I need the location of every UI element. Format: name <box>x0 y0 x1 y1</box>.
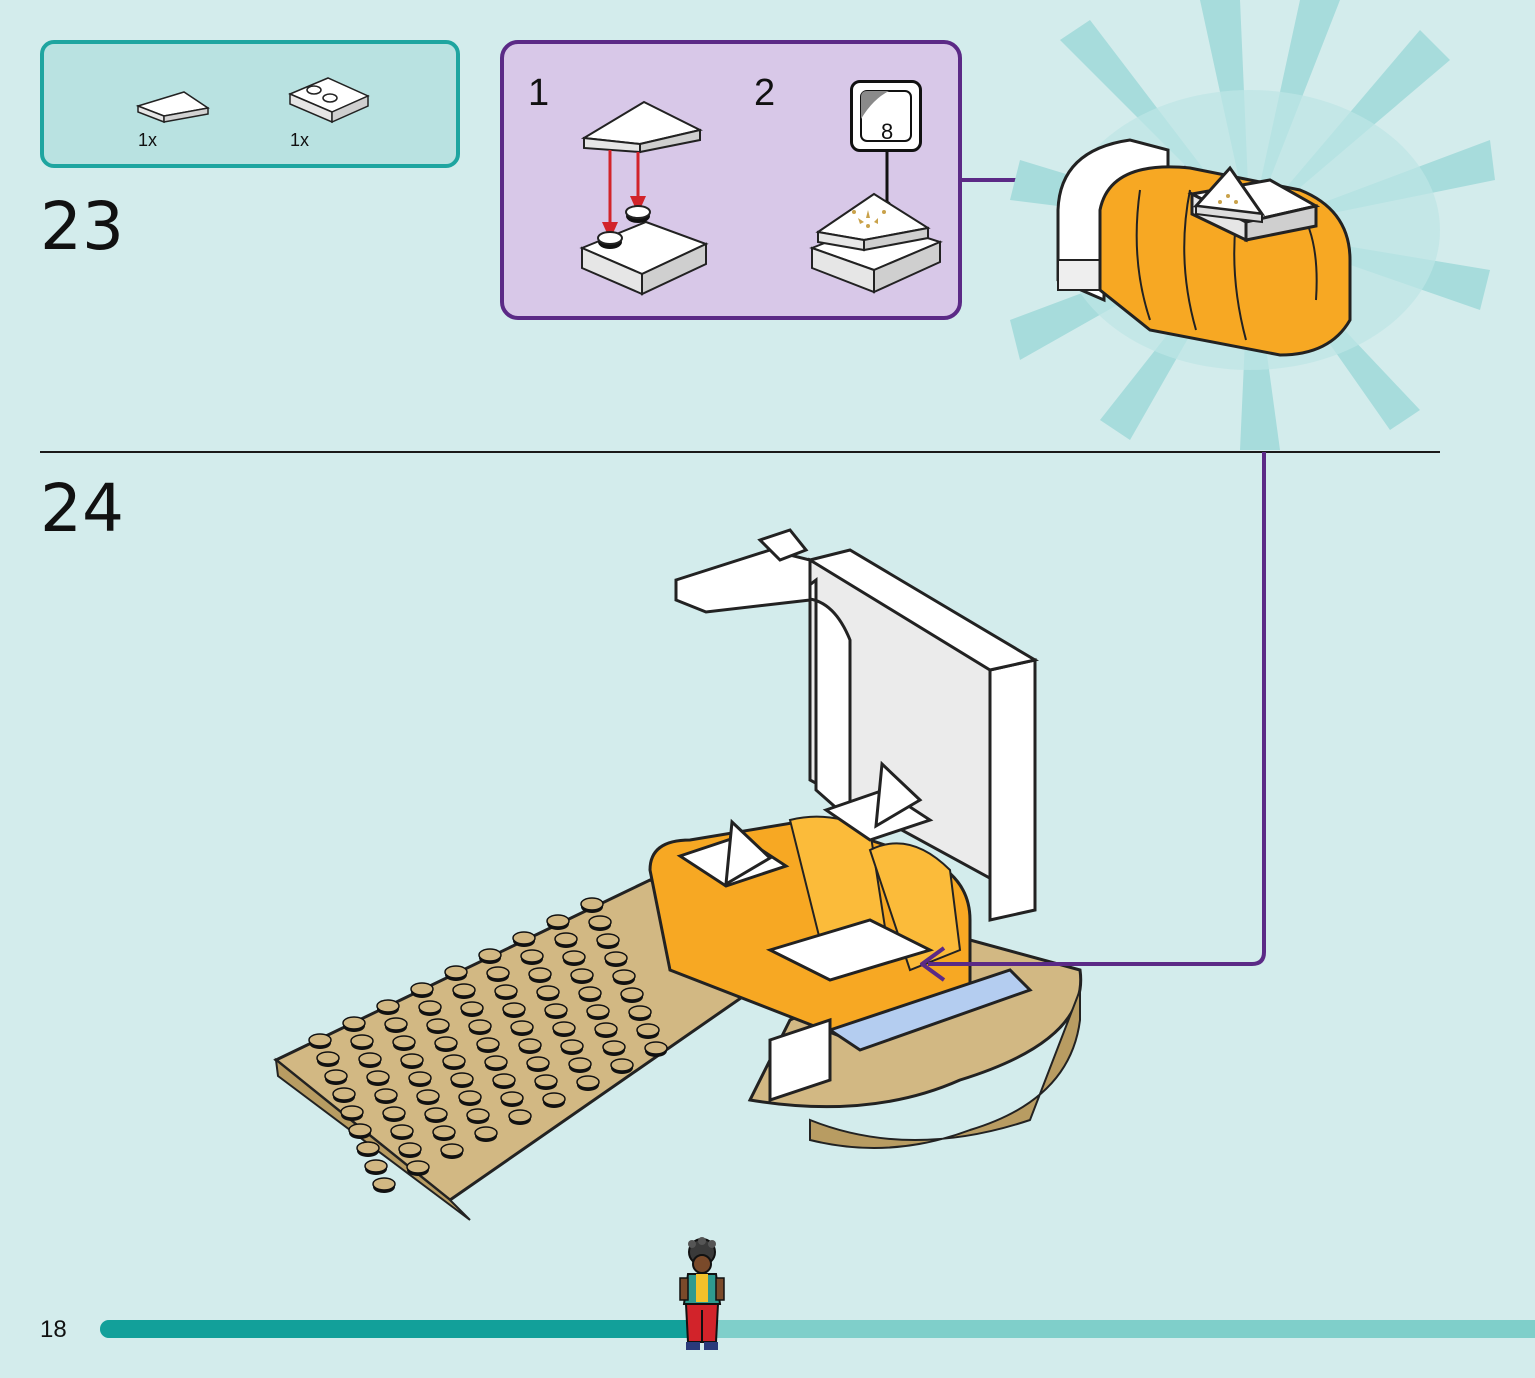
parts-list-box: 1x 1x <box>40 40 460 168</box>
white-wedge-tile-icon <box>135 91 210 124</box>
page-number: 18 <box>40 1316 67 1343</box>
substep-box: 1 2 8 <box>500 40 962 320</box>
progress-bar <box>100 1320 1535 1338</box>
sticker-callout: 8 <box>850 80 922 152</box>
white-plate-2x2-icon <box>288 77 370 124</box>
baseplate-studs <box>308 897 668 1193</box>
step-divider <box>40 451 1440 453</box>
minifigure-progress-marker <box>678 1237 725 1350</box>
progress-bar-fill <box>100 1320 703 1338</box>
sticker-number: 8 <box>881 119 894 144</box>
sticker-icon <box>860 90 912 142</box>
part-qty-plate: 1x <box>290 130 310 150</box>
step-23-result-illustration <box>1010 0 1495 450</box>
substep-number-1: 1 <box>528 72 550 114</box>
step-number-24: 24 <box>40 470 124 547</box>
substep-2-illustration <box>809 192 943 294</box>
substep-1-illustration <box>579 100 709 296</box>
part-qty-wedge: 1x <box>138 130 158 150</box>
assembly-arrow-24 <box>920 452 1266 982</box>
substep-number-2: 2 <box>754 72 776 114</box>
step-number-23: 23 <box>40 188 124 265</box>
step-24-model-illustration <box>273 528 1083 1221</box>
